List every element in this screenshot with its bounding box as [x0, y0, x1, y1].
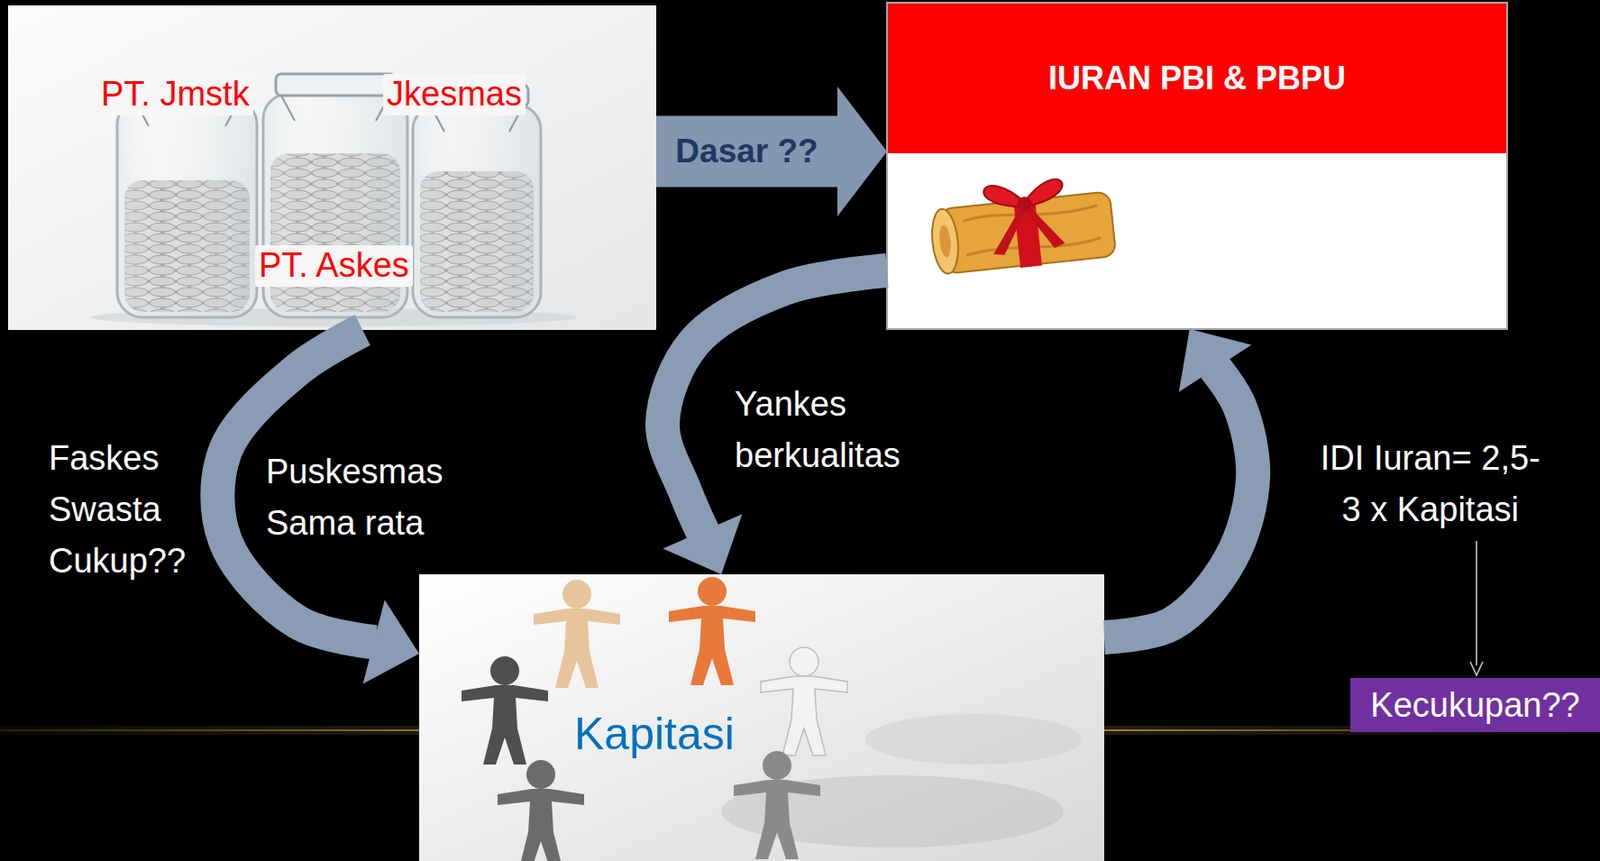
- money-roll: [927, 173, 1117, 277]
- fund-name: PT. Jmstk: [97, 73, 254, 116]
- leader-arrow: [1470, 540, 1483, 676]
- arrow-shaft: [656, 116, 840, 188]
- arrow-head: [662, 513, 742, 575]
- annotation: Puskesmas Sama rata: [265, 446, 451, 549]
- jar: [117, 79, 257, 318]
- arrow-head: [1179, 329, 1252, 393]
- edge-label: Dasar ??: [671, 131, 822, 172]
- arrow-head: [837, 86, 887, 217]
- coin-jars-photo: [8, 5, 657, 330]
- capitation-panel: Kapitasi: [419, 574, 1105, 861]
- adequacy-box: Kecukupan??: [1350, 677, 1600, 732]
- jar: [412, 84, 541, 318]
- panel-title: Kapitasi: [574, 709, 735, 759]
- contribution-picture: [886, 2, 1508, 330]
- broad-arrow: [656, 86, 887, 217]
- panel-heading: IURAN PBI & PBPU: [1048, 59, 1346, 98]
- box-label: Kecukupan??: [1370, 685, 1580, 725]
- contribution-panel: IURAN PBI & PBPU: [886, 2, 1508, 330]
- fund-name: PT. Askes: [255, 245, 413, 287]
- edge-label: IDI Iuran= 2,5-3 x Kapitasi: [1311, 432, 1550, 536]
- curved-arrow: [1104, 329, 1253, 638]
- arrow-head: [363, 600, 420, 685]
- paper-dolls-photo: [419, 574, 1105, 861]
- jars-panel: PT. Jmstk JkesmasPT. Askes: [8, 5, 657, 330]
- arrow-shaft: [1104, 366, 1253, 638]
- annotation: Faskes Swasta Cukup??: [48, 432, 193, 587]
- edge-label: Yankes berkualitas: [734, 378, 906, 482]
- fund-name: Jkesmas: [383, 73, 526, 116]
